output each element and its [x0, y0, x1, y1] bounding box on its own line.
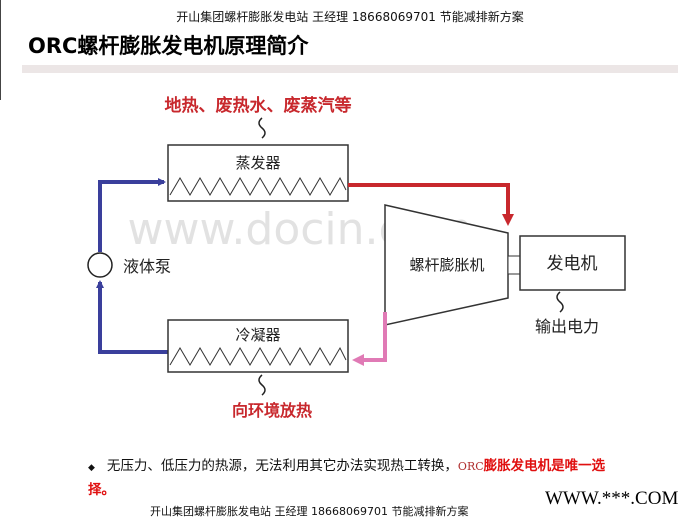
border-line	[0, 0, 1, 100]
condenser-box	[167, 319, 349, 373]
bullet-icon: ◆	[88, 463, 95, 473]
generator-box	[519, 235, 626, 291]
title-divider	[22, 65, 678, 73]
squiggle-icon	[258, 117, 266, 139]
heat-release-label: 向环境放热	[232, 401, 312, 420]
condenser-label: 冷凝器	[235, 326, 280, 344]
pump-label: 液体泵	[123, 257, 171, 276]
bullet-point: ◆ 无压力、低压力的热源，无法利用其它办法实现热工转换，ORC膨胀发电机是唯一选择…	[88, 455, 628, 501]
bullet-text: 无压力、低压力的热源，无法利用其它办法实现热工转换，	[106, 458, 458, 474]
expander-label: 螺杆膨胀机	[409, 256, 484, 274]
pump-icon	[87, 252, 113, 278]
evaporator-coil	[169, 176, 347, 196]
page-title: ORC螺杆膨胀发电机原理简介	[28, 34, 309, 58]
squiggle-icon	[556, 291, 564, 313]
bullet-orc: ORC	[457, 460, 484, 473]
flow-expander-to-condenser	[352, 312, 387, 366]
shaft-coupling	[507, 255, 521, 275]
condenser-coil	[169, 346, 347, 366]
footer-url: WWW.***.COM	[545, 488, 679, 509]
expander-shape	[384, 204, 509, 326]
footer-text: 开山集团螺杆膨胀发电站 王经理 18668069701 节能减排新方案	[150, 505, 469, 518]
flow-evaporator-to-expander	[348, 183, 514, 226]
squiggle-icon	[258, 374, 266, 396]
generator-label: 发电机	[547, 254, 598, 274]
evaporator-box	[167, 144, 349, 202]
flow-pump-to-evaporator	[98, 178, 166, 252]
bullet-emphasis: 膨胀发电机是唯一选择。	[88, 458, 606, 498]
flow-condenser-to-pump	[96, 280, 168, 354]
header-text: 开山集团螺杆膨胀发电站 王经理 18668069701 节能减排新方案	[176, 10, 524, 24]
heat-source-label: 地热、废热水、废蒸汽等	[165, 95, 352, 116]
output-label: 输出电力	[535, 317, 599, 336]
evaporator-label: 蒸发器	[235, 154, 280, 172]
